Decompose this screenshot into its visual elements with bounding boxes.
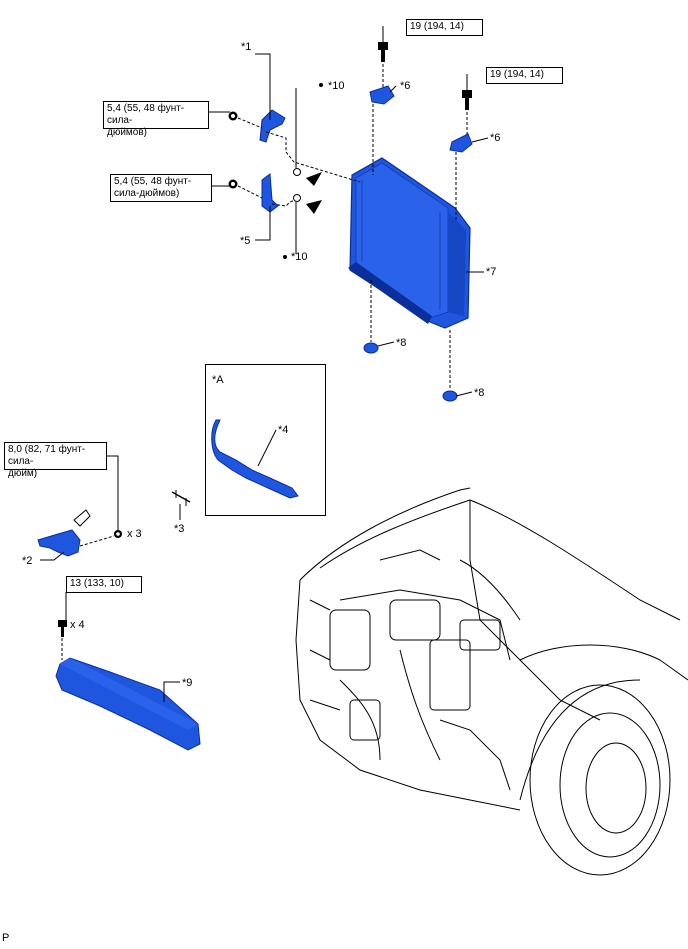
callout-6-left: *6 <box>400 80 411 92</box>
leader-lines <box>208 26 489 397</box>
torque-spec-box: 19 (194, 14) <box>406 19 483 36</box>
torque-spec-box: 19 (194, 14) <box>486 67 563 84</box>
vehicle-outline <box>295 487 688 876</box>
torque-spec-box: 5,4 (55, 48 фунт-сила- дюймов) <box>103 101 209 138</box>
lower-cushion-part <box>363 280 458 402</box>
callout-6-right: *6 <box>490 132 501 144</box>
torque-spec-text: 13 (133, 10) <box>70 578 124 589</box>
clip-part <box>171 490 191 520</box>
torque-spec-text: 19 (194, 14) <box>490 69 544 80</box>
torque-spec-text: сила-дюймов) <box>114 188 180 199</box>
callout-8-left: *8 <box>396 337 407 349</box>
radiator-part <box>348 157 471 329</box>
callout-7: *7 <box>486 266 497 278</box>
quantity-label: x 3 <box>127 528 142 540</box>
inset-label: *A <box>212 374 224 386</box>
illustration-code: P <box>2 932 10 944</box>
torque-spec-text: дюймов) <box>107 127 147 138</box>
torque-spec-text: 8,0 (82, 71 фунт-сила- <box>8 444 86 467</box>
callout-1: *1 <box>241 41 252 53</box>
callout-8-right: *8 <box>474 387 485 399</box>
torque-spec-text: 19 (194, 14) <box>410 21 464 32</box>
torque-spec-box: 13 (133, 10) <box>66 576 142 593</box>
torque-spec-text: 5,4 (55, 48 фунт- <box>114 176 192 187</box>
lower-support-part <box>55 592 201 751</box>
inset-part-4 <box>211 419 299 499</box>
callout-3: *3 <box>174 523 185 535</box>
torque-spec-text: 5,4 (55, 48 фунт-сила- <box>107 103 185 126</box>
upper-bracket-part-2 <box>449 90 473 222</box>
upper-bracket-part <box>369 42 395 175</box>
torque-spec-box: 5,4 (55, 48 фунт- сила-дюймов) <box>110 174 212 202</box>
callout-5: *5 <box>240 235 251 247</box>
side-brackets <box>228 83 361 259</box>
callout-10-lower: *10 <box>291 251 308 263</box>
inset-view-frame <box>205 364 326 516</box>
torque-spec-text: дюйм) <box>8 468 38 479</box>
callout-2: *2 <box>22 555 33 567</box>
quantity-label: x 4 <box>70 619 85 631</box>
torque-spec-box: 8,0 (82, 71 фунт-сила- дюйм) <box>4 442 107 479</box>
callout-10-upper: *10 <box>328 80 345 92</box>
callout-9: *9 <box>182 677 193 689</box>
callout-4: *4 <box>278 424 289 436</box>
bracket-part-2 <box>37 455 122 561</box>
